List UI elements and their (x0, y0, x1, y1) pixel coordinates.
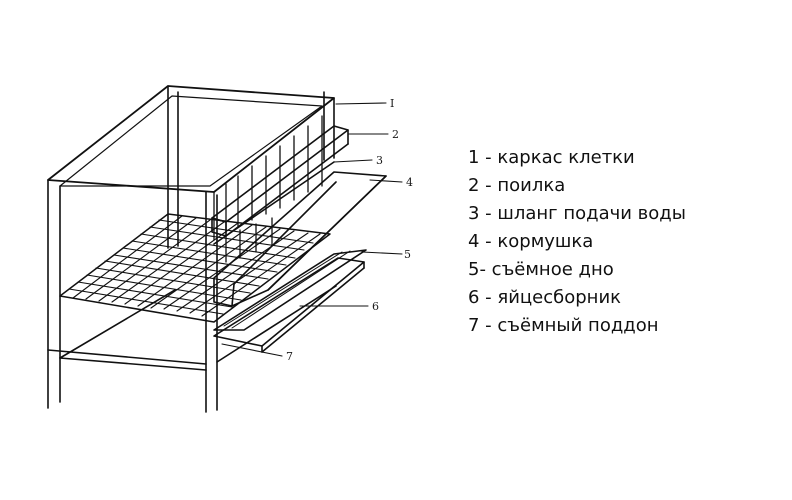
legend-item-frame: 1 - каркас клетки (468, 147, 635, 168)
callout-1: I (390, 97, 394, 110)
legend-item-water-hose: 3 - шланг подачи воды (468, 203, 686, 224)
callout-4: 4 (406, 176, 413, 189)
egg-collector (213, 249, 367, 331)
callout-labels: I 2 3 4 5 6 7 (286, 97, 413, 363)
cage-frame (47, 85, 337, 413)
water-hose (213, 161, 335, 245)
callout-6: 6 (372, 300, 379, 313)
callout-3: 3 (376, 154, 383, 167)
removable-tray (213, 257, 365, 353)
legend: 1 - каркас клетки 2 - поилка 3 - шланг п… (468, 144, 686, 340)
legend-item-removable-floor: 5- съёмное дно (468, 259, 614, 280)
leader-lines (221, 102, 403, 357)
callout-5: 5 (404, 248, 411, 261)
legend-item-removable-tray: 7 - съёмный поддон (468, 315, 659, 336)
callout-7: 7 (286, 350, 293, 363)
legend-item-egg-collector: 6 - яйцесборник (468, 287, 622, 308)
back-grid (213, 115, 323, 263)
callout-2: 2 (392, 128, 399, 141)
legend-item-feeder: 4 - кормушка (468, 231, 594, 252)
mesh-floor (59, 213, 331, 323)
legend-item-drinker: 2 - поилка (468, 175, 566, 196)
